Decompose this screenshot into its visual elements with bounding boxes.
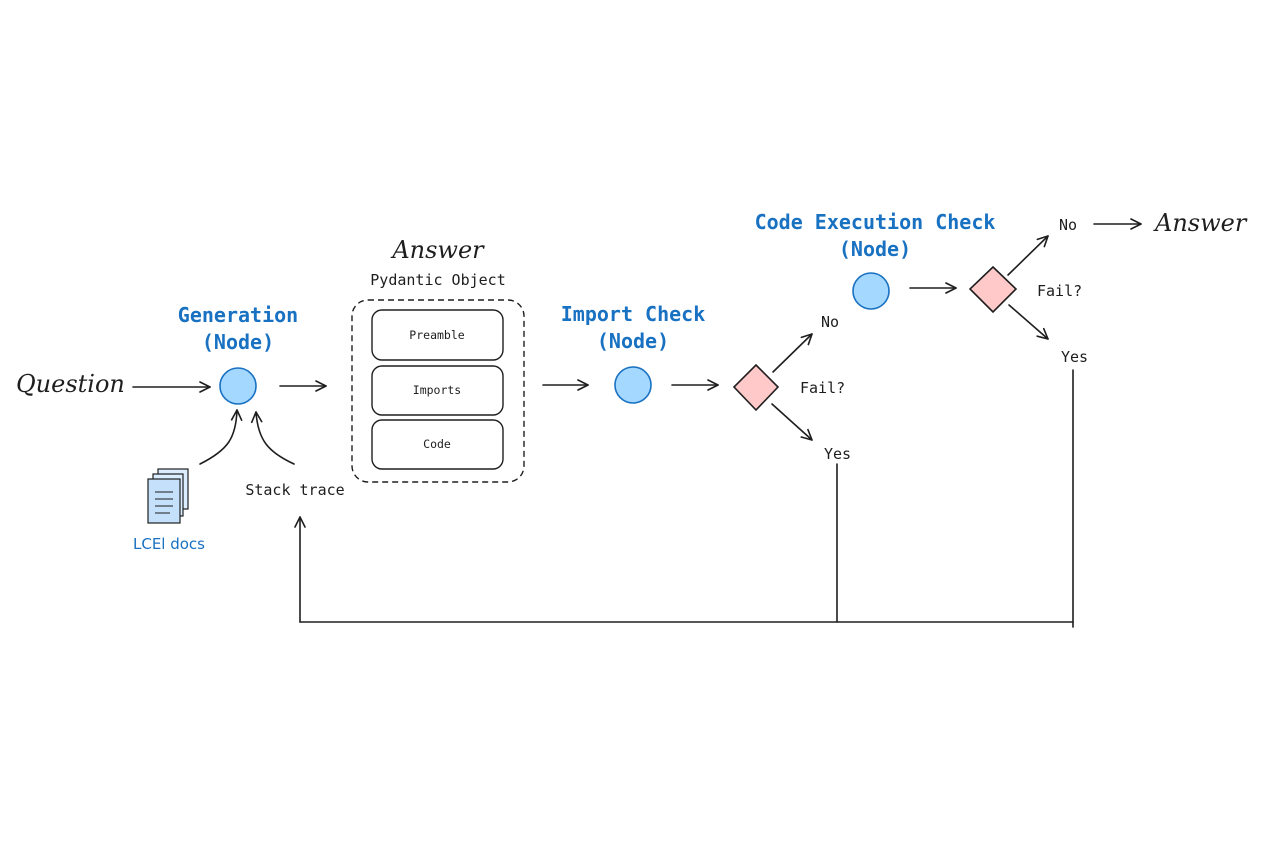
document-stack-icon [147, 468, 189, 524]
question-label: Question [16, 370, 125, 398]
generation-subtitle: (Node) [202, 330, 274, 354]
imports-box [371, 365, 504, 416]
generation-title: Generation [178, 303, 298, 327]
exec-no-label: No [1059, 216, 1077, 234]
import-yes-arrow [771, 403, 813, 441]
stack-trace-arrow [250, 411, 295, 465]
preamble-label: Preamble [409, 328, 464, 342]
preamble-box [371, 309, 504, 361]
docs-label: LCEl docs [133, 535, 205, 553]
code-box [371, 419, 504, 470]
import-check-subtitle: (Node) [597, 329, 669, 353]
imports-label: Imports [413, 383, 461, 397]
exec-check-subtitle: (Node) [839, 237, 911, 261]
pydantic-object-container [351, 299, 525, 483]
generation-node [219, 367, 257, 405]
exec-yes-arrow [1008, 304, 1049, 340]
exec-check-node [852, 272, 890, 310]
import-no-arrow [772, 333, 813, 373]
import-fail-diamond [732, 363, 780, 412]
code-label: Code [423, 437, 451, 451]
stack-trace-label: Stack trace [245, 481, 344, 499]
import-no-label: No [821, 313, 839, 331]
import-fail-label: Fail? [800, 379, 845, 397]
exec-check-title: Code Execution Check [755, 210, 996, 234]
exec-yes-label: Yes [1061, 348, 1088, 366]
import-yes-label: Yes [824, 445, 851, 463]
exec-fail-diamond [968, 265, 1018, 314]
import-check-node [614, 366, 652, 404]
pydantic-label: Pydantic Object [370, 271, 505, 289]
docs-arrow [199, 409, 243, 465]
final-answer-label: Answer [1153, 209, 1248, 237]
exec-no-arrow [1007, 235, 1049, 276]
exec-fail-label: Fail? [1037, 282, 1082, 300]
answer-mid-label: Answer [390, 236, 485, 264]
import-check-title: Import Check [561, 302, 706, 326]
